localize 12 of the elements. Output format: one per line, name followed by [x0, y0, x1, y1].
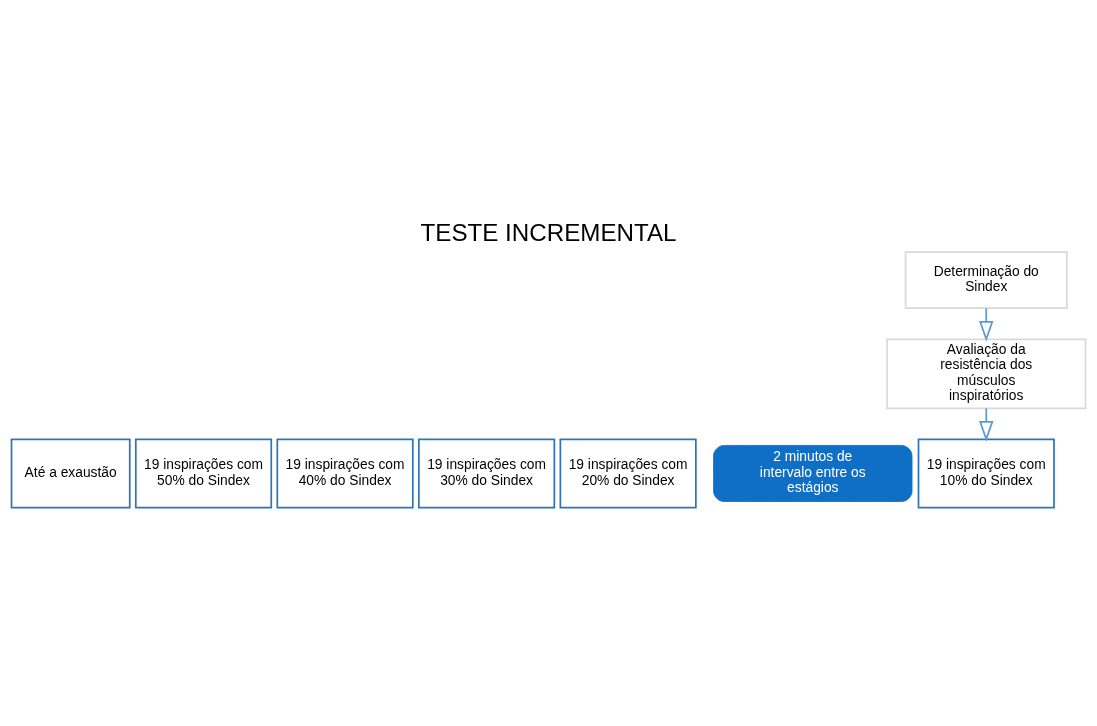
- node-box: Até a exaustão: [10, 438, 131, 509]
- node-box: Determinação do Sindex: [904, 251, 1068, 310]
- node-box: 19 inspirações com 20% do Sindex: [559, 438, 697, 509]
- node-box: 19 inspirações com 50% do Sindex: [134, 438, 273, 509]
- diagram-title: TESTE INCREMENTAL: [420, 219, 677, 247]
- node-box: 19 inspirações com 10% do Sindex: [917, 438, 1055, 509]
- node-box: 2 minutos de intervalo entre os estágios: [713, 445, 913, 502]
- node-box: Avaliação da resistência dos músculos inspiratórios: [886, 338, 1087, 410]
- arrow: [979, 307, 994, 342]
- node-box: 19 inspirações com 30% do Sindex: [417, 438, 556, 509]
- node-box: 19 inspirações com 40% do Sindex: [276, 438, 414, 509]
- arrow: [979, 407, 994, 442]
